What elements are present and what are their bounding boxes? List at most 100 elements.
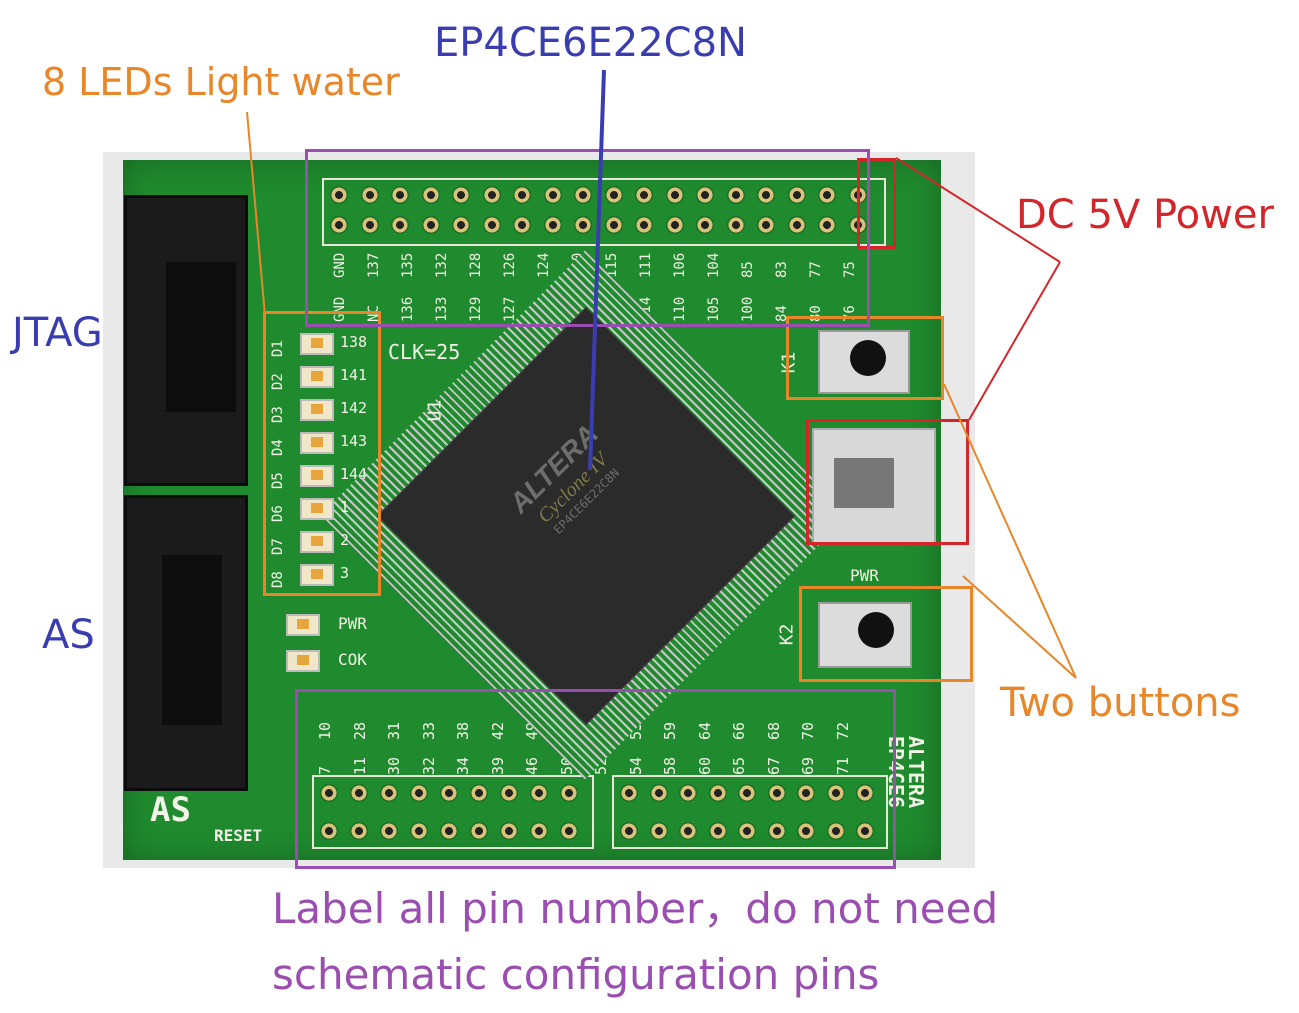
pin-hole xyxy=(513,216,531,234)
pin-hole xyxy=(470,822,488,840)
pin-hole xyxy=(360,186,379,204)
pin-hole xyxy=(665,216,684,234)
pin-hole xyxy=(391,216,409,234)
pin-hole xyxy=(757,186,775,204)
pin-hole xyxy=(604,216,623,234)
pin-hole xyxy=(350,822,368,840)
pin-hole xyxy=(320,784,338,802)
pin-hole xyxy=(635,186,653,204)
pin-hole xyxy=(696,216,714,234)
pin-hole xyxy=(696,186,714,204)
chip-leader-line xyxy=(588,69,606,471)
jtag-header-slot xyxy=(166,262,236,412)
pins-label-line2: schematic configuration pins xyxy=(272,950,880,999)
pin-hole xyxy=(380,784,398,802)
pin-hole xyxy=(818,186,836,204)
led-pin-label: 2 xyxy=(340,531,350,549)
led-leader-line xyxy=(246,111,266,317)
clk-silk: CLK=25 xyxy=(388,340,461,364)
mini-usb-connector xyxy=(812,428,936,544)
pin-hole xyxy=(679,784,697,802)
pin-hole xyxy=(410,822,428,840)
power-connector-box xyxy=(806,419,969,545)
cok-led-label: COK xyxy=(338,650,367,669)
pin-hole xyxy=(649,784,668,802)
pin-hole xyxy=(482,186,501,204)
bottom-pin-header-left xyxy=(312,775,594,849)
pin-hole xyxy=(826,822,845,840)
led-pin-label: 144 xyxy=(340,465,368,483)
pin-hole xyxy=(574,216,592,234)
pin-hole xyxy=(726,186,745,204)
pin-hole xyxy=(560,822,578,840)
jtag-label: JTAG xyxy=(12,310,103,356)
pin-hole xyxy=(421,186,440,204)
k2-box xyxy=(799,586,973,682)
pin-hole xyxy=(574,186,592,204)
pwr-silk: PWR xyxy=(850,566,879,585)
pin-hole xyxy=(440,784,458,802)
pin-hole xyxy=(726,216,745,234)
pin-hole xyxy=(543,186,562,204)
power-leader-line-1 xyxy=(895,157,1061,263)
pin-hole xyxy=(350,784,368,802)
pin-hole xyxy=(679,822,697,840)
pin-hole xyxy=(757,216,775,234)
pin-hole xyxy=(452,216,470,234)
power-leader-line-2 xyxy=(968,261,1061,421)
reset-silk: RESET xyxy=(214,826,263,845)
led xyxy=(300,531,334,553)
pin-hole xyxy=(330,216,348,234)
pin-hole xyxy=(738,822,756,840)
led-box xyxy=(263,311,381,596)
pin-hole xyxy=(708,822,727,840)
buttons-label: Two buttons xyxy=(1000,680,1241,726)
pin-hole xyxy=(380,822,398,840)
pin-hole xyxy=(391,186,409,204)
pin-hole xyxy=(320,822,338,840)
pin-hole xyxy=(787,216,806,234)
pin-hole xyxy=(470,784,488,802)
pin-hole xyxy=(500,822,518,840)
pin-hole xyxy=(826,784,845,802)
power-pin-box xyxy=(857,158,896,249)
pin-hole xyxy=(482,216,501,234)
pin-hole xyxy=(421,216,440,234)
pin-hole xyxy=(620,784,638,802)
pin-hole xyxy=(500,784,518,802)
pin-hole xyxy=(604,186,623,204)
led xyxy=(300,399,334,421)
led xyxy=(300,333,334,355)
led xyxy=(300,366,334,388)
button-k1-cap xyxy=(850,340,886,376)
led-pin-label: 3 xyxy=(340,564,350,582)
pin-hole xyxy=(665,186,684,204)
pin-hole xyxy=(818,216,836,234)
pin-hole xyxy=(530,784,548,802)
led xyxy=(300,465,334,487)
top-pin-header xyxy=(322,178,886,246)
pin-hole xyxy=(543,216,562,234)
pin-hole xyxy=(410,784,428,802)
mini-usb-port xyxy=(834,458,894,508)
led-pin-label: 1 xyxy=(340,498,350,516)
buttons-leader-line-2 xyxy=(962,575,1077,679)
pin-hole xyxy=(856,822,874,840)
pin-hole xyxy=(797,784,815,802)
led-pin-label: 138 xyxy=(340,333,368,351)
power-label: DC 5V Power xyxy=(1016,192,1274,238)
pin-hole xyxy=(708,784,727,802)
bottom-pin-header-right xyxy=(612,775,888,849)
led-pin-label: 143 xyxy=(340,432,368,450)
pin-hole xyxy=(767,822,786,840)
led xyxy=(300,498,334,520)
chip-label: EP4CE6E22C8N xyxy=(434,20,747,66)
button-k2-cap xyxy=(858,612,894,648)
leds-label: 8 LEDs Light water xyxy=(42,60,400,104)
led-pin-label: 142 xyxy=(340,399,368,417)
led xyxy=(300,432,334,454)
as-silk: AS xyxy=(150,790,191,830)
pwr-led-label: PWR xyxy=(338,614,367,633)
pin-hole xyxy=(787,186,806,204)
